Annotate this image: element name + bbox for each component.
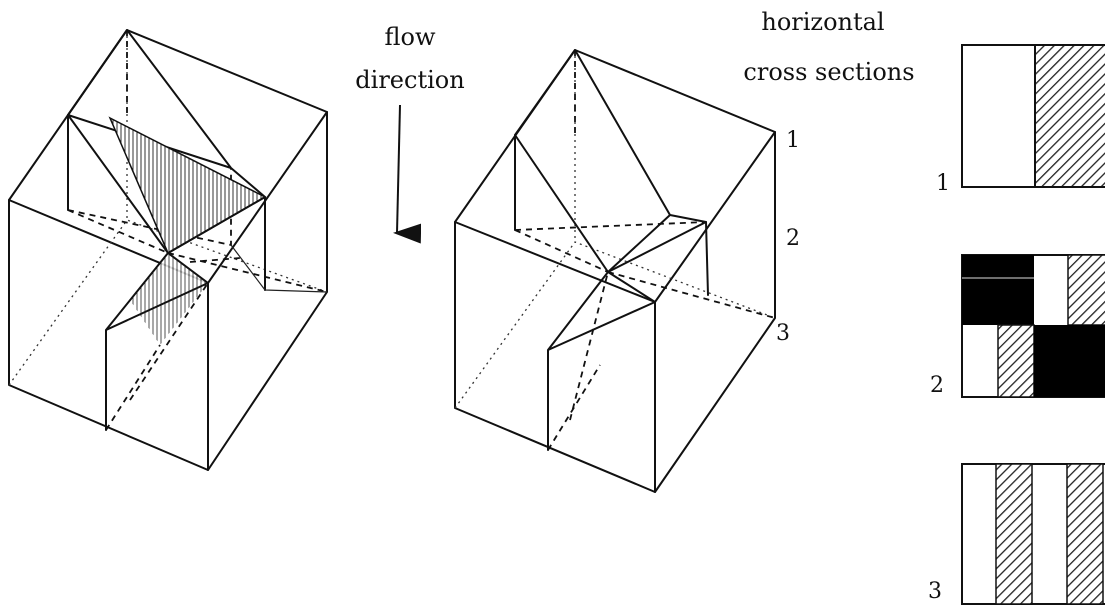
cross-section-3: 3 bbox=[928, 463, 1105, 605]
middle-cube-top-face bbox=[454, 49, 776, 303]
flow-direction-group: flow direction bbox=[355, 23, 465, 244]
left-cube-right-diagonals bbox=[230, 244, 328, 293]
left-cube-shaded-lower-triangle bbox=[130, 253, 208, 345]
cross-sections-title-line2: cross sections bbox=[743, 58, 914, 86]
level-label-1: 1 bbox=[786, 128, 800, 153]
middle-cube-upper-dashed bbox=[514, 50, 776, 319]
level-label-2: 2 bbox=[786, 226, 800, 251]
cross-sections-group: horizontal cross sections 1 2 3 bbox=[743, 8, 1105, 605]
flow-label-line1: flow bbox=[385, 23, 436, 51]
flow-label-line2: direction bbox=[355, 66, 464, 94]
left-cube-hidden-edges bbox=[8, 30, 328, 386]
left-cube bbox=[8, 29, 328, 471]
cross-section-3-hatch-right bbox=[1066, 463, 1104, 605]
middle-cube-lower-dashed bbox=[547, 271, 609, 451]
cross-section-3-hatch-left bbox=[995, 463, 1033, 605]
cross-section-2-black-bottom-right bbox=[1034, 325, 1105, 397]
cross-section-3-label: 3 bbox=[928, 579, 942, 604]
cross-section-2: 2 bbox=[930, 254, 1105, 398]
middle-cube: 1 2 3 bbox=[454, 49, 800, 493]
cross-section-2-hatch-bottom-left bbox=[997, 324, 1035, 398]
middle-cube-front-left-face bbox=[454, 221, 656, 493]
cross-section-2-label: 2 bbox=[930, 373, 944, 398]
cross-section-2-hatch-top-right bbox=[1067, 254, 1105, 326]
cross-section-1: 1 bbox=[936, 44, 1105, 196]
flow-direction-arrow bbox=[393, 104, 422, 244]
cross-sections-title-line1: horizontal bbox=[761, 8, 884, 36]
left-cube-lower-fold bbox=[105, 196, 266, 431]
cross-section-1-hatched bbox=[1034, 44, 1105, 188]
level-label-3: 3 bbox=[776, 321, 790, 346]
left-cube-lower-dashed bbox=[105, 252, 328, 431]
cross-section-2-black-top-left bbox=[962, 255, 1034, 325]
middle-cube-lower-fold bbox=[547, 221, 707, 451]
left-cube-shaded-upper-triangle bbox=[108, 116, 267, 255]
middle-cube-right-face bbox=[654, 131, 776, 493]
cross-section-1-label: 1 bbox=[936, 171, 950, 196]
middle-cube-hidden-edges bbox=[454, 50, 776, 409]
